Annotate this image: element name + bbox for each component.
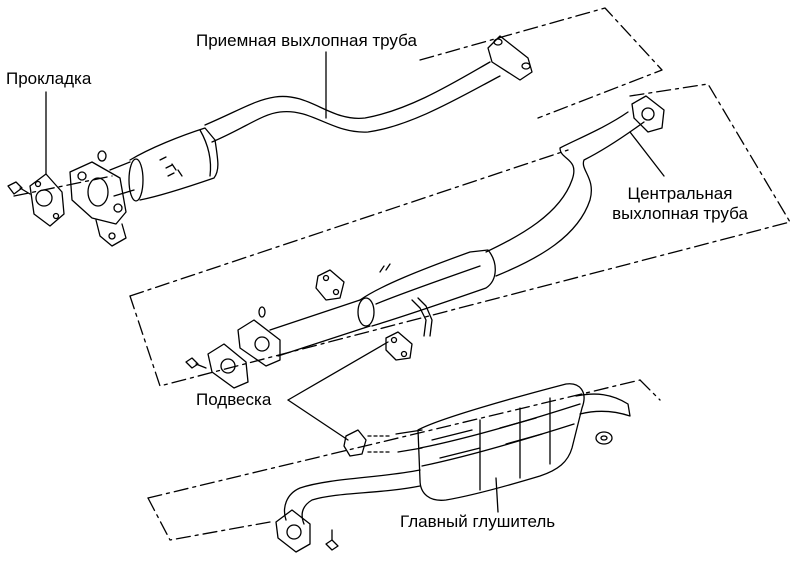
main-muffler-label: Главный глушитель [400, 512, 556, 531]
center-pipe-label-line2: выхлопная труба [612, 204, 748, 223]
front-nut [97, 150, 107, 162]
center-hanger-lower [385, 331, 413, 361]
center-nut [258, 306, 266, 318]
muffler-hanger [343, 429, 391, 457]
front-exhaust-pipe [69, 35, 533, 247]
gasket-label: Прокладка [6, 69, 92, 88]
center-pipe-label-line1: Центральная [627, 184, 733, 203]
center-bolt [185, 357, 207, 369]
center-hanger-upper [315, 269, 345, 301]
hanger-label: Подвеска [196, 390, 272, 409]
front-pipe-boundary [13, 7, 663, 197]
center-pipe-boundary [129, 83, 791, 387]
main-muffler [275, 383, 631, 553]
center-gasket [207, 343, 249, 389]
front-gasket [29, 173, 65, 227]
muffler-rear-rubber [595, 431, 613, 445]
front-pipe-label: Приемная выхлопная труба [196, 31, 417, 50]
center-exhaust-pipe [237, 95, 665, 367]
front-bolt [7, 181, 31, 195]
muffler-bolt [325, 529, 339, 551]
leader-lines [45, 51, 665, 513]
center-pipe-label: Центральная выхлопная труба [600, 184, 760, 224]
muffler-boundary [147, 379, 661, 541]
